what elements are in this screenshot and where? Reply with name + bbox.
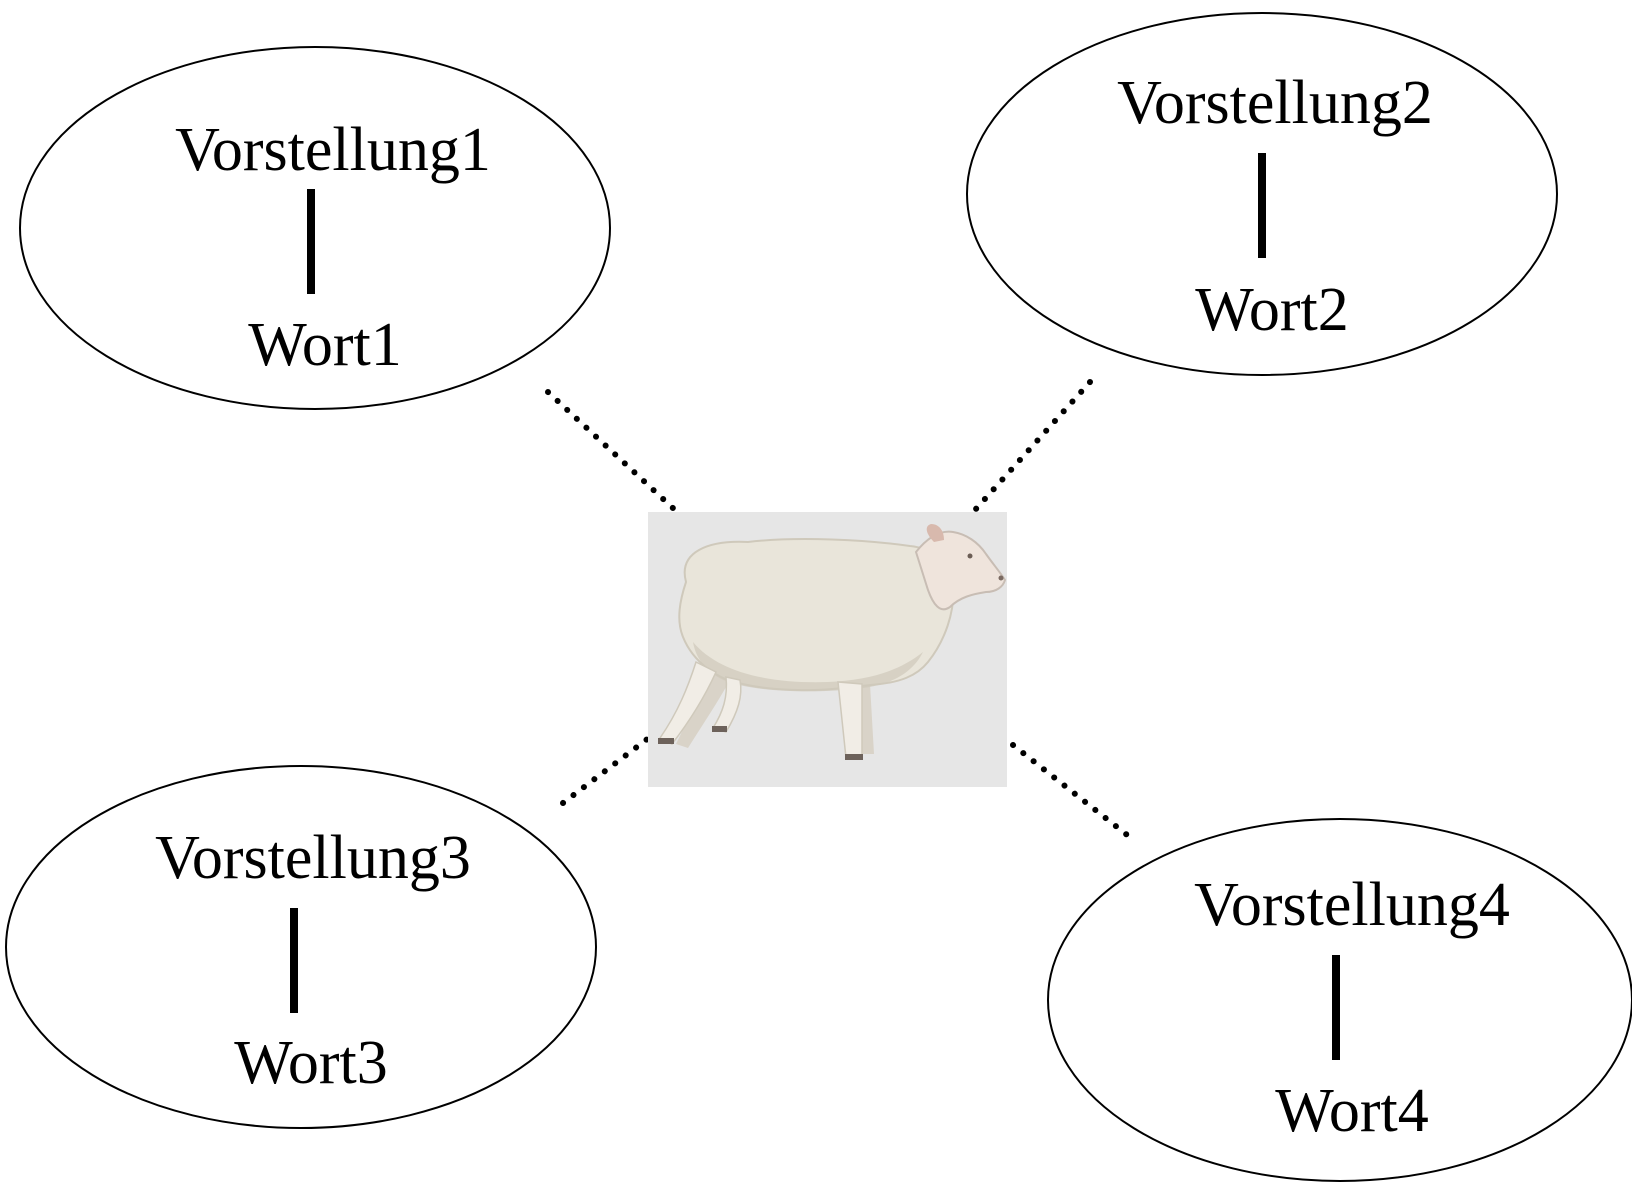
sheep-hoof (658, 738, 674, 744)
sign-node-2: Vorstellung2 Wort2 (966, 12, 1558, 376)
word-label: Wort4 (1275, 1077, 1428, 1145)
sheep-head (914, 530, 1007, 611)
sheep-eye (967, 553, 973, 559)
sheep-hoof (845, 754, 863, 760)
sign-node-1: Vorstellung1 Wort1 (19, 46, 611, 410)
connector-4 (1010, 742, 1139, 845)
connector-1 (545, 389, 678, 513)
word-label: Wort3 (234, 1029, 387, 1097)
sheep-hoof (712, 726, 727, 732)
sheep-nose (998, 575, 1004, 581)
concept-label: Vorstellung2 (1117, 69, 1433, 137)
concept-label: Vorstellung4 (1194, 871, 1510, 939)
sign-node-3: Vorstellung3 Wort3 (5, 765, 597, 1129)
node-ellipse (19, 46, 611, 410)
node-ellipse (5, 765, 597, 1129)
node-ellipse (966, 12, 1558, 376)
connector-3 (560, 734, 653, 806)
connector-2 (972, 379, 1093, 513)
connectors (545, 379, 1139, 845)
sheep-ear (926, 524, 944, 542)
word-label: Wort2 (1195, 276, 1348, 344)
sheep-wool-shadow (693, 642, 923, 692)
word-label: Wort1 (248, 311, 401, 379)
concept-label: Vorstellung3 (155, 824, 471, 892)
node-ellipse (1047, 818, 1632, 1182)
sign-node-4: Vorstellung4 Wort4 (1047, 818, 1632, 1182)
sheep-picture (648, 512, 1007, 787)
concept-label: Vorstellung1 (175, 116, 491, 184)
